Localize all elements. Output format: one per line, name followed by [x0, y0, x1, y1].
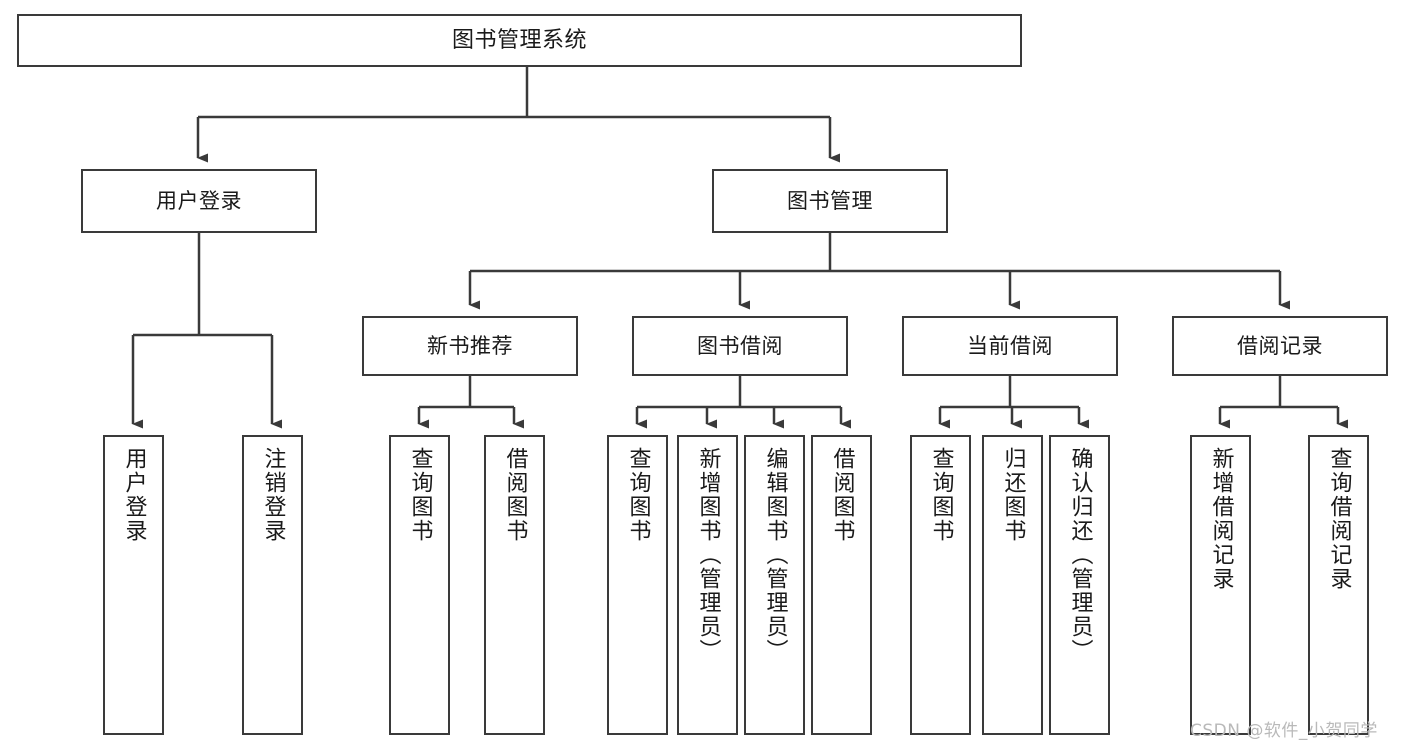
leaf-borrow-book-2-label: 借阅图书 [829, 447, 855, 543]
node-current-borrow[interactable]: 当前借阅 [902, 316, 1118, 376]
node-root-label: 图书管理系统 [451, 27, 587, 53]
node-borrow-record[interactable]: 借阅记录 [1172, 316, 1388, 376]
node-book-borrow[interactable]: 图书借阅 [632, 316, 848, 376]
leaf-add-borrow-record[interactable]: 新增借阅记录 [1190, 435, 1251, 735]
leaf-return-book-label: 归还图书 [1000, 447, 1026, 543]
leaf-confirm-return[interactable]: 确认归还（管理员） [1049, 435, 1110, 735]
leaf-user-login[interactable]: 用户登录 [103, 435, 164, 735]
leaf-query-book-2-label: 查询图书 [625, 447, 651, 543]
leaf-user-logout[interactable]: 注销登录 [242, 435, 303, 735]
leaf-confirm-return-label: 确认归还（管理员） [1067, 447, 1093, 663]
node-user-login[interactable]: 用户登录 [81, 169, 317, 233]
leaf-borrow-book-1[interactable]: 借阅图书 [484, 435, 545, 735]
leaf-return-book[interactable]: 归还图书 [982, 435, 1043, 735]
leaf-edit-book[interactable]: 编辑图书（管理员） [744, 435, 805, 735]
leaf-query-borrow-record[interactable]: 查询借阅记录 [1308, 435, 1369, 735]
leaf-query-book-1[interactable]: 查询图书 [389, 435, 450, 735]
node-root[interactable]: 图书管理系统 [17, 14, 1022, 67]
node-user-login-label: 用户登录 [156, 188, 242, 213]
node-current-borrow-label: 当前借阅 [967, 333, 1053, 358]
watermark: CSDN @软件_小贺同学 [1190, 721, 1378, 741]
leaf-add-borrow-record-label: 新增借阅记录 [1208, 447, 1234, 591]
leaf-edit-book-label: 编辑图书（管理员） [762, 447, 788, 663]
leaf-borrow-book-2[interactable]: 借阅图书 [811, 435, 872, 735]
node-new-book-recommendation[interactable]: 新书推荐 [362, 316, 578, 376]
leaf-add-book-label: 新增图书（管理员） [695, 447, 721, 663]
node-book-manage-label: 图书管理 [787, 188, 873, 213]
node-new-book-recommendation-label: 新书推荐 [427, 333, 513, 358]
leaf-query-borrow-record-label: 查询借阅记录 [1326, 447, 1352, 591]
leaf-query-book-2[interactable]: 查询图书 [607, 435, 668, 735]
leaf-query-book-3[interactable]: 查询图书 [910, 435, 971, 735]
leaf-user-logout-label: 注销登录 [260, 447, 286, 543]
leaf-query-book-1-label: 查询图书 [407, 447, 433, 543]
leaf-user-login-label: 用户登录 [121, 447, 147, 543]
leaf-query-book-3-label: 查询图书 [928, 447, 954, 543]
leaf-borrow-book-1-label: 借阅图书 [502, 447, 528, 543]
node-book-manage[interactable]: 图书管理 [712, 169, 948, 233]
leaf-add-book[interactable]: 新增图书（管理员） [677, 435, 738, 735]
node-borrow-record-label: 借阅记录 [1237, 333, 1323, 358]
node-book-borrow-label: 图书借阅 [697, 333, 783, 358]
